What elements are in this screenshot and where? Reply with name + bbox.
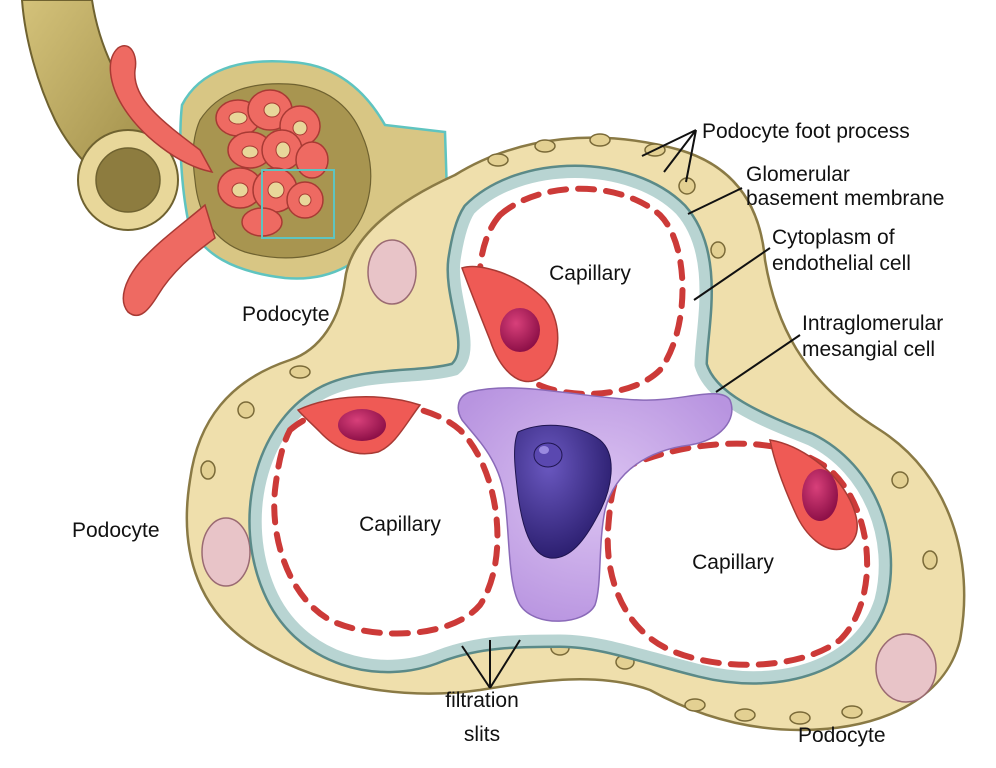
leader-mesangial (715, 334, 801, 393)
podocyte-nucleus-left (201, 517, 251, 587)
endothelial-cell-right (769, 439, 858, 551)
label-filtration-line1: filtration (445, 689, 519, 712)
leader-foot-process (641, 129, 697, 183)
leader-basement-membrane (687, 187, 743, 215)
label-glomerular-line2: basement membrane (746, 187, 944, 210)
efferent-arteriole (122, 203, 216, 317)
endothelial-cell-left (296, 396, 422, 455)
afferent-arteriole (109, 45, 214, 174)
label-cytoplasm-line2: endothelial cell (772, 252, 911, 275)
inset-highlight-box (261, 169, 335, 239)
label-mesangial-line1: Intraglomerular (802, 312, 943, 335)
label-podocyte-left: Podocyte (72, 519, 160, 542)
podocyte-nucleus-top (367, 239, 417, 305)
label-cytoplasm-line1: Cytoplasm of (772, 226, 895, 249)
label-capillary-top: Capillary (549, 262, 631, 285)
endothelial-lining-left (271, 400, 501, 637)
tubule-lumen (95, 147, 161, 213)
label-podocyte-bottom: Podocyte (798, 724, 886, 747)
labels: Podocyte foot process Glomerular basemen… (72, 120, 944, 747)
label-filtration-line2: slits (464, 723, 500, 746)
endothelial-lining-right (604, 440, 871, 668)
mesangial-cell (457, 387, 733, 622)
label-capillary-left: Capillary (359, 513, 441, 536)
label-glomerular-line1: Glomerular (746, 163, 850, 186)
label-podocyte-foot-process: Podocyte foot process (702, 120, 910, 143)
endothelial-lining (271, 185, 871, 668)
label-podocyte-top: Podocyte (242, 303, 330, 326)
magnified-glomerulus (185, 133, 966, 732)
podocyte-nucleus-right (875, 633, 937, 703)
label-capillary-right: Capillary (692, 551, 774, 574)
leader-filtration-slits (461, 639, 521, 689)
leader-lines (461, 129, 801, 689)
leader-cytoplasm (693, 247, 771, 301)
endothelial-lining-top (476, 185, 686, 397)
label-mesangial-line2: mesangial cell (802, 338, 935, 361)
endothelial-cell-top (461, 265, 559, 383)
